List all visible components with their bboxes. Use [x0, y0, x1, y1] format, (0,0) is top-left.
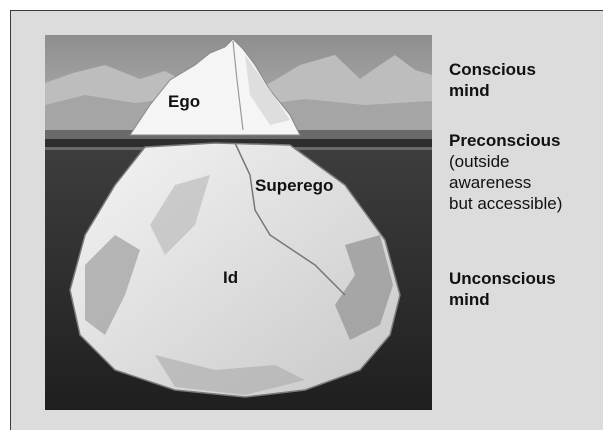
ice-shadow-bottom [155, 355, 305, 395]
ice-shadow-mid [150, 175, 210, 255]
tip-ridge [232, 40, 244, 131]
preconscious-line3: but accessible) [449, 194, 563, 213]
iceberg-submerged [69, 142, 401, 398]
ice-shadow-left [85, 235, 140, 335]
tip-shade [245, 55, 290, 125]
preconscious-title: Preconscious [449, 131, 561, 150]
iceberg-illustration: Ego Superego Id [45, 35, 432, 410]
iceberg-svg [45, 35, 432, 410]
id-label: Id [223, 268, 239, 287]
conscious-label: Conscious mind [449, 59, 536, 101]
ego-label: Ego [168, 92, 201, 111]
superego-boundary [234, 142, 346, 296]
unconscious-line1: Unconscious [449, 269, 556, 288]
preconscious-label: Preconscious (outside awareness but acce… [449, 130, 562, 214]
unconscious-label: Unconscious mind [449, 268, 556, 310]
superego-label: Superego [255, 176, 334, 195]
unconscious-line2: mind [449, 290, 490, 309]
conscious-line2: mind [449, 81, 490, 100]
conscious-line1: Conscious [449, 60, 536, 79]
preconscious-line2: awareness [449, 173, 532, 192]
iceberg-tip [129, 38, 301, 136]
ice-shadow-right [335, 235, 393, 340]
preconscious-line1: (outside [449, 152, 510, 171]
